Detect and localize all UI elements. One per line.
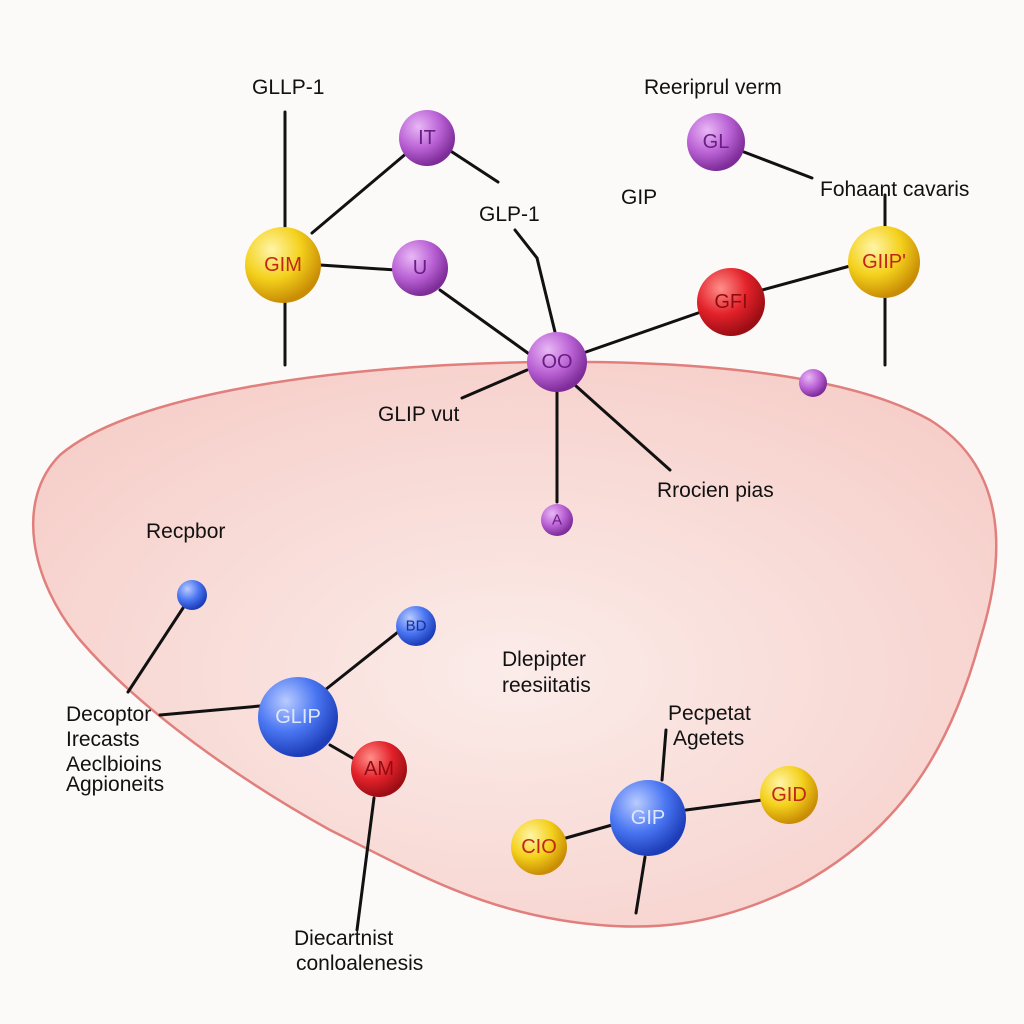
label-glp1-mid: GLP-1: [479, 203, 540, 226]
node-gip-yellow: GIIP': [848, 226, 920, 298]
node-gid: GID: [760, 766, 818, 824]
label-glip-vut: GLIP vut: [378, 403, 459, 426]
label-recip: Reeriprul verm: [644, 76, 782, 99]
label-dieca-2: conloalenesis: [296, 952, 423, 975]
connector-line: [355, 796, 376, 932]
node-gfi: GFI: [697, 268, 765, 336]
node-label: OO: [541, 351, 572, 373]
connector-line: [760, 264, 852, 292]
label-dlepipter-2: reesiitatis: [502, 674, 591, 697]
node-label: GIP: [631, 807, 665, 829]
connector-line: [310, 150, 410, 235]
label-fohaant: Fohaant cavaris: [820, 178, 969, 201]
connector-line: [126, 603, 187, 694]
label-dlepipter-1: Dlepipter: [502, 648, 586, 671]
node-small-blue: [177, 580, 207, 610]
node-label: A: [552, 512, 562, 529]
label-recpor: Recpbor: [146, 520, 225, 543]
node-label: GLIP: [275, 706, 321, 728]
connector-line: [535, 256, 557, 334]
node-am: AM: [351, 741, 407, 797]
label-decoptor-4: Agpioneits: [66, 773, 164, 796]
node-gim: GIM: [245, 227, 321, 303]
node-label: BD: [406, 618, 427, 635]
connector-line: [444, 146, 500, 184]
node-label: GFI: [714, 291, 747, 313]
node-label: GIIP': [862, 251, 906, 273]
label-decoptor-3: Aeclbioins: [66, 753, 162, 776]
connector-line: [328, 743, 358, 762]
node-glip-blue: GLIP: [258, 677, 338, 757]
node-label: GID: [771, 784, 807, 806]
label-dieca-1: Diecartnist: [294, 927, 393, 950]
connector-line: [584, 311, 700, 354]
node-gl: GL: [687, 113, 745, 171]
connector-lines: [126, 110, 887, 932]
node-u: U: [392, 240, 448, 296]
node-label: AM: [364, 758, 394, 780]
node-cio: CIO: [511, 819, 567, 875]
connector-line: [158, 704, 262, 717]
node-label: U: [413, 257, 427, 279]
label-rrocien: Rrocien pias: [657, 479, 774, 502]
connector-line: [634, 855, 647, 915]
label-glp1-top: GLLP-1: [252, 76, 324, 99]
node-small-purple: [799, 369, 827, 397]
connector-line: [574, 384, 672, 472]
node-oo: OO: [527, 332, 587, 392]
label-pepetat-1: Pecpetat: [668, 702, 751, 725]
label-pepetat-2: Agetets: [673, 727, 744, 750]
node-gip-blue: GIP: [610, 780, 686, 856]
node-bd: BD: [396, 606, 436, 646]
node-it: IT: [399, 110, 455, 166]
label-gip-top: GIP: [621, 186, 657, 209]
connector-line: [564, 823, 614, 840]
node-label: IT: [418, 127, 436, 149]
label-decoptor-1: Decoptor: [66, 703, 151, 726]
connector-line: [684, 798, 764, 812]
node-label: GIM: [264, 254, 302, 276]
connector-line: [323, 630, 400, 692]
node-a: A: [541, 504, 573, 536]
connector-line: [318, 263, 398, 272]
text-labels: GLLP-1 Reeriprul verm GLP-1 GIP Fohaant …: [66, 76, 969, 975]
node-label: GL: [703, 131, 730, 153]
connector-line: [660, 728, 668, 782]
label-decoptor-2: Irecasts: [66, 728, 140, 751]
connector-line: [742, 150, 814, 180]
connector-line: [438, 288, 534, 358]
connector-line: [513, 228, 539, 260]
connector-line: [460, 368, 529, 400]
node-label: CIO: [521, 836, 557, 858]
